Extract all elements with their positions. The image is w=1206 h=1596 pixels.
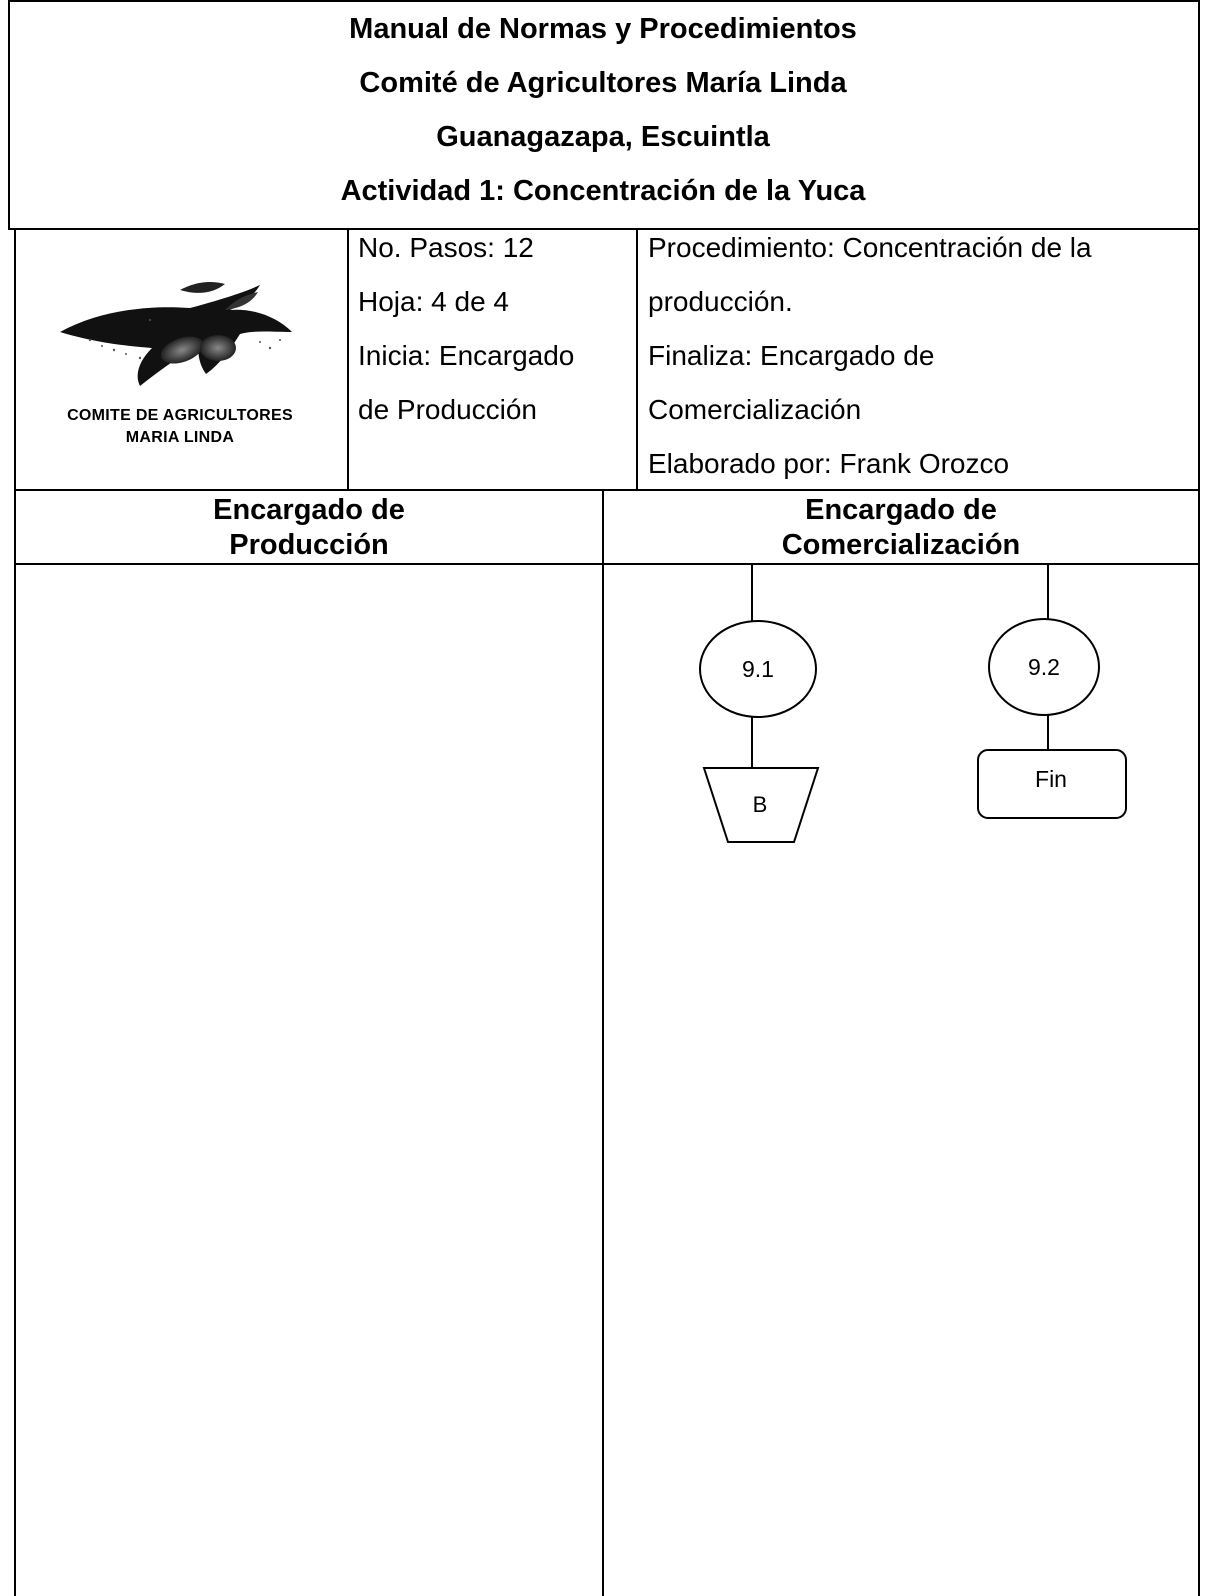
end-terminator xyxy=(977,749,1127,819)
location: Guanagazapa, Escuintla xyxy=(436,121,770,153)
lane-title-comercializacion-line-2: Comercialización xyxy=(781,529,1021,561)
activity-title: Actividad 1: Concentración de la Yuca xyxy=(340,175,866,207)
starts-with-line-2: de Producción xyxy=(358,394,538,425)
steps-count: No. Pasos: 12 xyxy=(358,232,534,263)
cassava-leaf-icon xyxy=(60,282,292,386)
info-divider-2 xyxy=(636,228,638,491)
sheet-number: Hoja: 4 de 4 xyxy=(358,286,509,317)
lane-title-comercializacion-line-1: Encargado de xyxy=(805,494,997,526)
info-divider-1 xyxy=(347,228,349,491)
prepared-by: Elaborado por: Frank Orozco xyxy=(648,448,1010,479)
end-label: Fin xyxy=(1035,766,1067,792)
connector-b-label: B xyxy=(752,792,768,817)
procedure-line-2: producción. xyxy=(648,286,793,317)
lane-title-produccion-line-2: Producción xyxy=(229,529,389,561)
lane-divider xyxy=(602,489,604,1596)
lane-header-border-bottom xyxy=(14,563,1200,565)
committee-name: Comité de Agricultores María Linda xyxy=(359,67,847,99)
flow-diagram xyxy=(699,565,1127,843)
info-border-bottom xyxy=(14,489,1200,491)
header-border-bottom xyxy=(8,228,1200,230)
logo-text-line-1: COMITE DE AGRICULTORES xyxy=(67,407,293,424)
info-border-left xyxy=(14,228,16,1596)
procedure-line-1: Procedimiento: Concentración de la xyxy=(648,232,1092,263)
starts-with-line-1: Inicia: Encargado xyxy=(358,340,575,371)
node-92-label: 9.2 xyxy=(1028,654,1060,680)
header-border-top xyxy=(8,0,1200,2)
committee-logo: COMITE DE AGRICULTORES MARIA LINDA xyxy=(30,270,330,455)
process-node-91 xyxy=(699,620,817,718)
frame-border-right xyxy=(1198,0,1200,1596)
manual-title: Manual de Normas y Procedimientos xyxy=(349,13,857,45)
process-node-92 xyxy=(988,618,1100,716)
offpage-connector-b xyxy=(702,767,820,843)
header-border-left xyxy=(8,0,10,230)
ends-with-line-1: Finaliza: Encargado de xyxy=(648,340,935,371)
logo-text-line-2: MARIA LINDA xyxy=(125,429,235,446)
node-91-label: 9.1 xyxy=(742,656,774,682)
lane-title-produccion-line-1: Encargado de xyxy=(213,494,405,526)
ends-with-line-2: Comercialización xyxy=(648,394,862,425)
